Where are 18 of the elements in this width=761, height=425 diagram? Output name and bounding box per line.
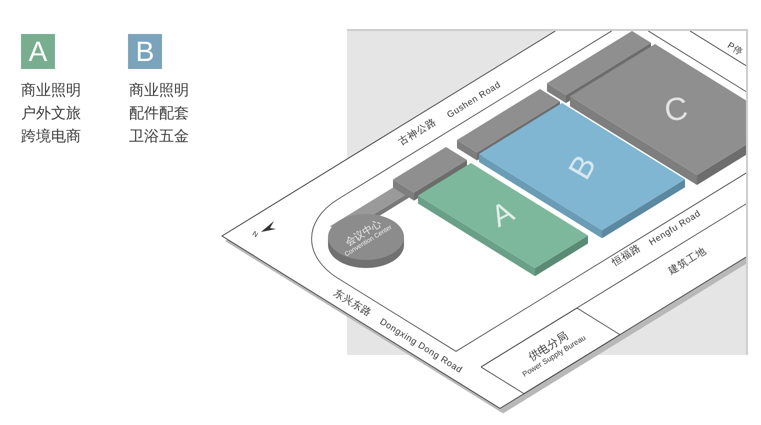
tile-letter: A: [28, 38, 48, 66]
road-name: 恒福路: [610, 244, 644, 268]
road-name: 古神公路: [398, 118, 438, 148]
category-label: 商业照明: [129, 81, 189, 101]
category-label: 户外文旅: [21, 104, 81, 124]
legend-tile: [21, 34, 55, 69]
legend-tile: [128, 34, 162, 69]
building-letter: B: [562, 149, 602, 184]
category-label: 卫浴五金: [129, 127, 189, 147]
building-letter: C: [662, 92, 690, 127]
map-label: P停: [726, 40, 744, 58]
road-name: 东兴东路: [332, 288, 372, 320]
category-label: 配件配套: [129, 104, 189, 124]
area-name: 建筑工地: [668, 246, 708, 278]
category-label: 跨境电商: [21, 127, 81, 147]
building-letter: A: [487, 197, 519, 234]
category-label: 商业照明: [21, 81, 81, 101]
tile-letter: B: [136, 38, 154, 66]
